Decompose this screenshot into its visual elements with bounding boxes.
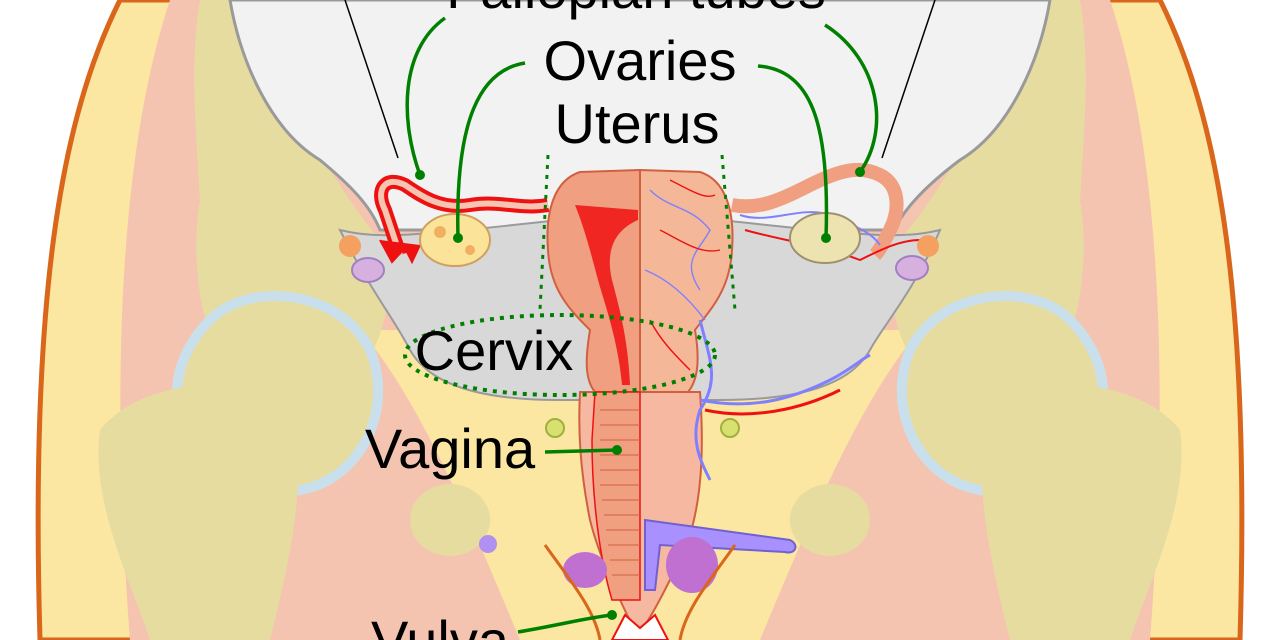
label-vulva: Vulva bbox=[371, 609, 510, 640]
vaginal-rugae bbox=[600, 409, 640, 576]
label-uterus: Uterus bbox=[555, 92, 720, 155]
ureter-right bbox=[720, 418, 740, 438]
label-cervix: Cervix bbox=[415, 319, 574, 382]
vestibular-bulb-left bbox=[563, 552, 607, 588]
suspensory-ligaments bbox=[344, 0, 936, 159]
uterus-outer bbox=[639, 168, 734, 393]
ureter-left bbox=[545, 418, 565, 438]
cervix-dotted-outline bbox=[403, 313, 717, 397]
labia bbox=[543, 544, 737, 640]
vestibular-bulb-right bbox=[666, 537, 718, 593]
clitoris bbox=[644, 518, 797, 591]
small-node-purple bbox=[479, 535, 497, 553]
pelvic-vessels-right bbox=[694, 319, 871, 481]
uterine-vessels bbox=[644, 179, 721, 371]
leader-fallopian-left bbox=[405, 16, 447, 176]
lymph-node-right-2 bbox=[895, 255, 929, 281]
leader-vulva bbox=[517, 613, 613, 634]
lymph-node-right-1 bbox=[917, 235, 939, 257]
left-ischium bbox=[410, 484, 490, 556]
lymph-node-left-1 bbox=[339, 235, 361, 257]
lymph-node-left-2 bbox=[351, 257, 385, 283]
uterine-cavity bbox=[575, 205, 638, 385]
leader-fallopian-right bbox=[824, 23, 879, 174]
leader-ovaries-right bbox=[757, 64, 829, 239]
left-ovary-follicle bbox=[434, 226, 446, 238]
left-femur bbox=[98, 385, 299, 640]
left-ovary-follicle-2 bbox=[465, 245, 475, 255]
vulva-opening bbox=[610, 613, 670, 640]
vaginal-canal bbox=[591, 391, 641, 601]
label-vagina: Vagina bbox=[365, 417, 536, 480]
label-fallopian-tubes: Fallopian tubes bbox=[446, 0, 826, 20]
label-ovaries: Ovaries bbox=[544, 29, 737, 92]
leader-vagina bbox=[544, 448, 618, 454]
left-fallopian-tube bbox=[374, 174, 550, 265]
leader-endpoints bbox=[415, 167, 865, 620]
leader-lines bbox=[405, 16, 879, 634]
right-femur bbox=[981, 385, 1182, 640]
right-ischium bbox=[790, 484, 870, 556]
leader-ovaries-left bbox=[456, 61, 526, 239]
